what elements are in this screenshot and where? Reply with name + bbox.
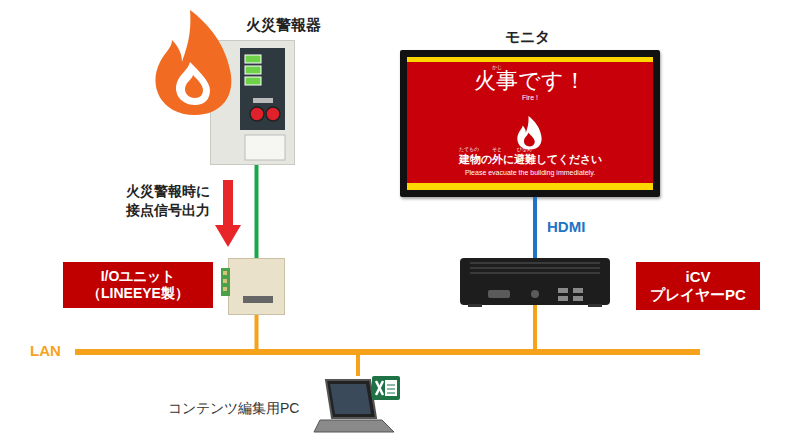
- editing-laptop: コンテンツ編集用PC: [316, 376, 400, 432]
- excel-mark: [376, 381, 383, 395]
- signal-arrow-shaft: [223, 180, 233, 226]
- terminal-pin: [223, 279, 227, 283]
- device-caption: コンテンツ編集用PC: [168, 400, 299, 417]
- ruby-text: たてもの: [454, 147, 484, 152]
- connector-line: [533, 197, 537, 258]
- laptop-display: [330, 384, 371, 414]
- connector-label: HDMI: [547, 218, 585, 236]
- flame-core: [185, 75, 203, 98]
- flame-inner: [176, 62, 210, 105]
- monitor: かじ火事です！Fire !たてものそとひなん建物の外に避難してくださいPleas…: [400, 50, 660, 197]
- device-heading: 火災警報器: [246, 16, 321, 34]
- excel-grid: [387, 385, 395, 386]
- ruby-text: ひなん: [509, 147, 539, 152]
- excel-sheet: [385, 380, 397, 396]
- screen-message: 建物の外に避難してください: [407, 154, 653, 165]
- excel-grid: [387, 393, 395, 394]
- terminal-pin: [223, 287, 227, 291]
- terminal-pin: [223, 271, 227, 275]
- network-label: LAN: [30, 342, 61, 360]
- connector-line: [356, 355, 360, 376]
- screen-heading: 火事です！: [407, 70, 653, 92]
- io-unit: I/Oユニット （LINEEYE製）: [228, 258, 285, 315]
- signal-arrow-head: [215, 225, 241, 247]
- monitor-screen: かじ火事です！Fire !たてものそとひなん建物の外に避難してくださいPleas…: [407, 57, 653, 190]
- device-label: iCV プレイヤーPC: [636, 262, 760, 310]
- connector-line: [255, 315, 259, 349]
- signal-note: 火災警報時に 接点信号出力: [98, 182, 210, 220]
- lan-bus: LAN: [75, 349, 700, 355]
- connector-line: [533, 305, 537, 349]
- excel-grid: [387, 389, 395, 390]
- device-heading: モニタ: [505, 28, 550, 46]
- excel-mark: [376, 381, 383, 395]
- laptop-base: [314, 420, 394, 432]
- laptop-screen: [326, 380, 376, 418]
- fire-alarm-device: 火災警報器: [210, 40, 295, 165]
- connector-line: [255, 165, 259, 258]
- screen-message-en: Please evacuate the building immediately…: [407, 169, 653, 176]
- screen-subheading: Fire !: [407, 94, 653, 101]
- excel-icon: [372, 376, 400, 400]
- ruby-text: そと: [482, 147, 512, 152]
- device-label: I/Oユニット （LINEEYE製）: [63, 262, 213, 308]
- player-pc: iCV プレイヤーPC: [460, 258, 610, 305]
